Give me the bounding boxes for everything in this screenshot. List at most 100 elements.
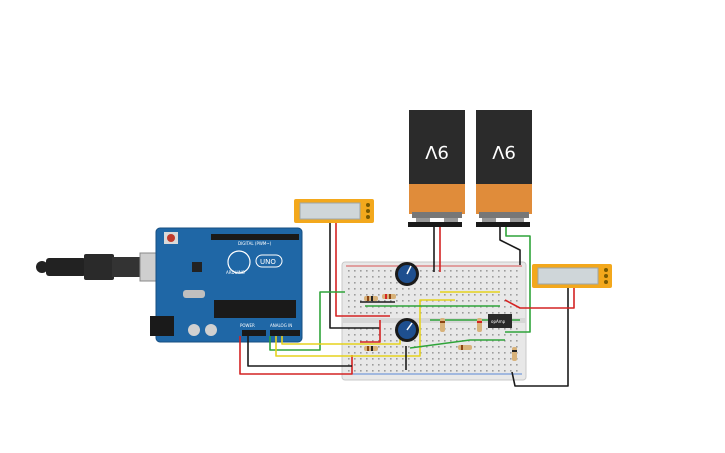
arduino-model-text: UNO xyxy=(260,258,276,266)
breadboard-hole xyxy=(468,352,470,354)
ic-chip-icon[interactable]: opAmp xyxy=(488,314,512,328)
breadboard-hole xyxy=(372,312,374,314)
breadboard-hole xyxy=(396,340,398,342)
breadboard-hole xyxy=(516,300,518,302)
lcd-display-icon-top[interactable] xyxy=(294,199,374,223)
breadboard-hole xyxy=(366,340,368,342)
breadboard-hole xyxy=(426,370,428,372)
breadboard-hole xyxy=(468,328,470,330)
breadboard-hole xyxy=(354,370,356,372)
breadboard-hole xyxy=(360,294,362,296)
breadboard-hole xyxy=(498,270,500,272)
breadboard-hole xyxy=(420,294,422,296)
breadboard-hole xyxy=(432,346,434,348)
breadboard-hole xyxy=(420,282,422,284)
breadboard-hole xyxy=(504,328,506,330)
breadboard-hole xyxy=(414,340,416,342)
breadboard-hole xyxy=(480,358,482,360)
breadboard-hole xyxy=(468,270,470,272)
breadboard-hole xyxy=(480,370,482,372)
breadboard-hole xyxy=(450,282,452,284)
power-jack xyxy=(150,316,174,336)
breadboard-hole xyxy=(354,312,356,314)
breadboard-hole xyxy=(354,364,356,366)
resistors[interactable] xyxy=(364,294,517,361)
breadboard-hole xyxy=(510,340,512,342)
breadboard-hole xyxy=(348,270,350,272)
breadboard-hole xyxy=(390,346,392,348)
battery-icon-left[interactable]: 9V xyxy=(408,110,465,227)
breadboard-hole xyxy=(504,270,506,272)
breadboard-hole xyxy=(462,294,464,296)
breadboard-hole xyxy=(432,358,434,360)
breadboard-hole xyxy=(438,334,440,336)
breadboard-hole xyxy=(474,300,476,302)
arduino-uno-board[interactable]: ARDUINO UNO DIGITAL (PWM~) POWER ANALOG … xyxy=(150,227,303,343)
breadboard-hole xyxy=(408,300,410,302)
power-header-label: POWER xyxy=(240,323,255,328)
breadboard-hole xyxy=(462,270,464,272)
breadboard-hole xyxy=(492,346,494,348)
breadboard-hole xyxy=(426,328,428,330)
breadboard-hole xyxy=(462,288,464,290)
breadboard-hole xyxy=(402,300,404,302)
lcd-display-icon-right[interactable] xyxy=(532,264,612,288)
battery-icon-right[interactable]: 9V xyxy=(476,110,532,227)
breadboard-hole xyxy=(432,282,434,284)
breadboard-hole xyxy=(516,288,518,290)
breadboard-hole xyxy=(462,358,464,360)
breadboard-hole xyxy=(378,294,380,296)
breadboard-hole xyxy=(426,270,428,272)
breadboard-hole xyxy=(492,312,494,314)
breadboard-hole xyxy=(468,288,470,290)
breadboard-hole xyxy=(348,312,350,314)
breadboard-hole xyxy=(390,340,392,342)
breadboard-hole xyxy=(516,276,518,278)
breadboard-hole xyxy=(486,334,488,336)
breadboard-hole xyxy=(450,334,452,336)
breadboard-hole xyxy=(438,328,440,330)
potentiometer-icon-top[interactable] xyxy=(395,262,419,286)
breadboard-hole xyxy=(510,370,512,372)
breadboard-hole xyxy=(354,276,356,278)
breadboard-hole xyxy=(366,282,368,284)
breadboard-hole xyxy=(474,288,476,290)
breadboard-hole xyxy=(456,358,458,360)
breadboard-hole xyxy=(510,346,512,348)
breadboard-hole xyxy=(372,270,374,272)
breadboard-hole xyxy=(456,288,458,290)
breadboard-hole xyxy=(492,270,494,272)
breadboard-hole xyxy=(372,276,374,278)
breadboard-hole xyxy=(498,328,500,330)
usb-cable-icon[interactable] xyxy=(36,252,163,282)
breadboard-hole xyxy=(420,276,422,278)
breadboard-hole xyxy=(444,340,446,342)
breadboard-hole xyxy=(432,328,434,330)
breadboard-hole xyxy=(456,270,458,272)
breadboard-hole xyxy=(396,346,398,348)
breadboard-hole xyxy=(354,282,356,284)
potentiometer-icon-bottom[interactable] xyxy=(395,318,419,342)
breadboard-hole xyxy=(372,340,374,342)
breadboard-hole xyxy=(378,352,380,354)
breadboard-hole xyxy=(372,370,374,372)
breadboard-hole xyxy=(426,352,428,354)
breadboard-hole xyxy=(438,312,440,314)
breadboard-hole xyxy=(444,346,446,348)
breadboard-hole xyxy=(366,276,368,278)
breadboard-hole xyxy=(408,352,410,354)
breadboard-hole xyxy=(396,294,398,296)
breadboard-hole xyxy=(498,300,500,302)
breadboard-hole xyxy=(456,276,458,278)
breadboard-hole xyxy=(402,358,404,360)
breadboard-hole xyxy=(432,270,434,272)
breadboard-hole xyxy=(510,270,512,272)
breadboard-hole xyxy=(378,270,380,272)
breadboard-hole xyxy=(492,294,494,296)
breadboard-hole xyxy=(474,334,476,336)
breadboard-hole xyxy=(438,288,440,290)
breadboard-hole xyxy=(492,276,494,278)
breadboard-hole xyxy=(474,364,476,366)
breadboard-hole xyxy=(414,294,416,296)
